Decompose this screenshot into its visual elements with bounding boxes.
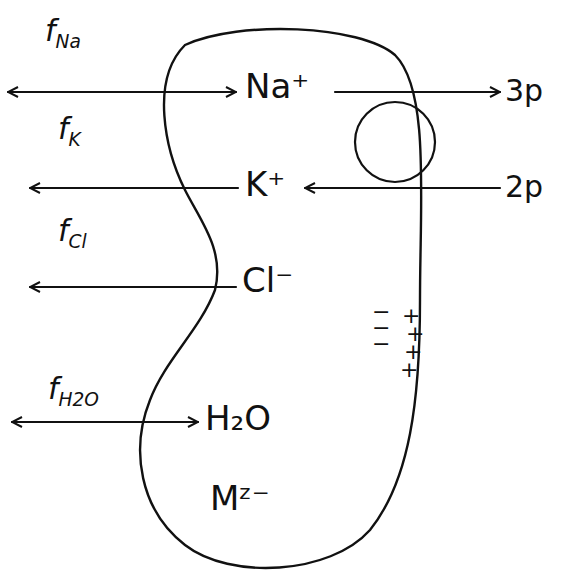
charge-sign: − bbox=[372, 332, 390, 356]
flux-label: fH2O bbox=[48, 372, 99, 410]
cell-outline: Na⁺ K⁺ Cl⁻ H₂O Mᶻ⁻ bbox=[125, 20, 430, 576]
pump-label: 3p bbox=[505, 74, 543, 107]
flux-arrow bbox=[12, 421, 198, 423]
membrane-path bbox=[140, 29, 421, 568]
flux-label: fK bbox=[58, 112, 81, 150]
ion-label: Na⁺ bbox=[245, 68, 309, 105]
pump-arrow bbox=[335, 91, 500, 93]
pump-circle bbox=[355, 102, 435, 182]
pump-label: 2p bbox=[505, 170, 543, 203]
flux-label: fCl bbox=[58, 214, 87, 252]
ion-label: K⁺ bbox=[245, 166, 285, 203]
pump-arrow bbox=[305, 187, 500, 189]
flux-arrow bbox=[8, 91, 236, 93]
ion-label: H₂O bbox=[205, 400, 271, 437]
flux-label: fNa bbox=[45, 14, 81, 52]
ion-label: Cl⁻ bbox=[242, 262, 293, 299]
flux-arrow bbox=[30, 286, 236, 288]
ion-label: Mᶻ⁻ bbox=[210, 480, 270, 517]
charge-sign: + bbox=[400, 358, 418, 382]
flux-arrow bbox=[30, 187, 238, 189]
